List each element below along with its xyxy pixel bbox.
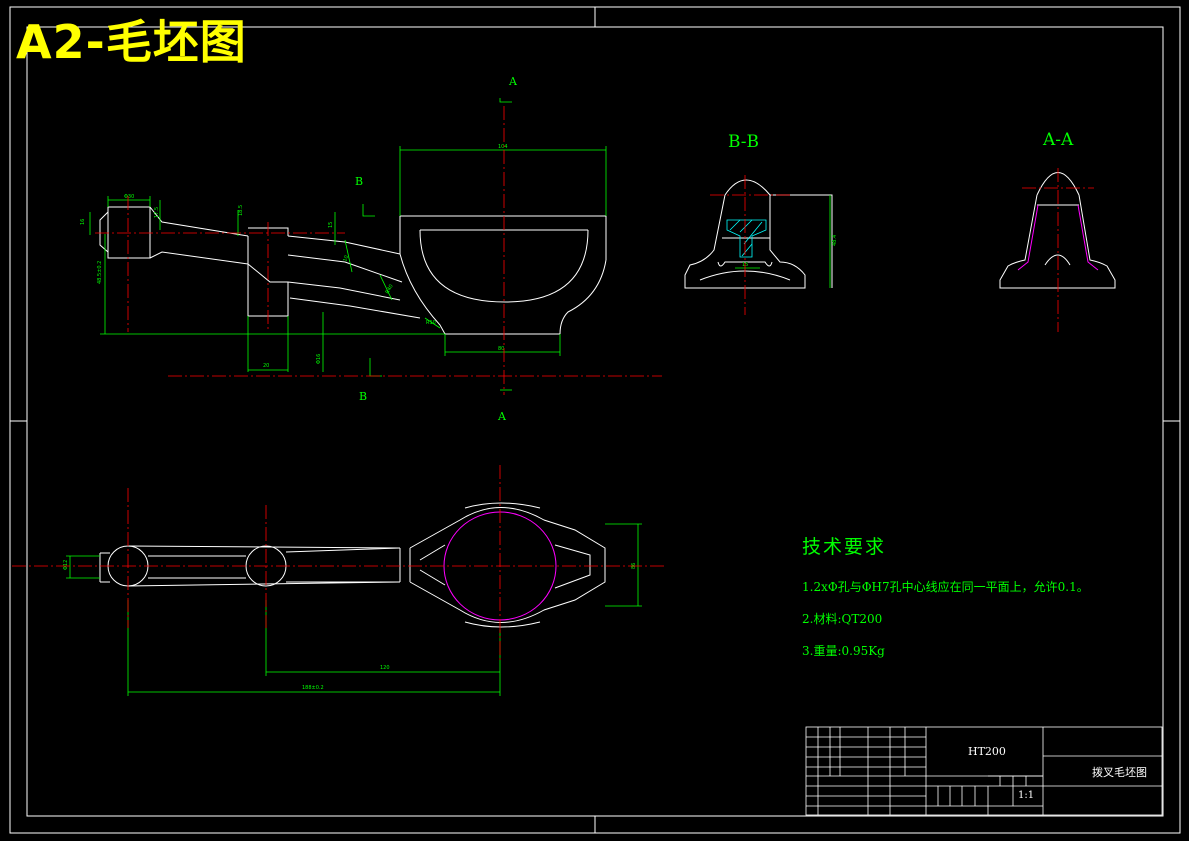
title-block-part-name: 拨叉毛坯图	[1092, 766, 1147, 779]
section-bb-dimensions	[735, 195, 831, 288]
svg-text:20: 20	[263, 363, 269, 369]
section-aa-view	[999, 168, 1116, 332]
svg-text:18.5: 18.5	[238, 205, 244, 216]
sheet-title: A2-毛坯图	[16, 15, 247, 69]
svg-text:80: 80	[498, 346, 504, 352]
section-bb-view: 48.4 15	[684, 175, 838, 315]
svg-text:Φ30: Φ30	[124, 194, 134, 200]
svg-text:16: 16	[80, 219, 86, 225]
cut-plane-a-top: A	[509, 75, 517, 88]
cut-plane-a-bottom: A	[498, 410, 506, 423]
section-bb-outline	[684, 179, 833, 289]
cut-plane-b-bottom: B	[359, 390, 368, 403]
svg-text:188±0.2: 188±0.2	[302, 685, 324, 691]
svg-text:120: 120	[380, 665, 390, 671]
section-aa-label: A-A	[1043, 130, 1074, 150]
title-block-material: HT200	[968, 745, 1006, 758]
svg-text:R10: R10	[426, 320, 436, 326]
top-view-centerlines	[12, 465, 665, 660]
svg-text:R40: R40	[385, 283, 395, 295]
technical-requirement-item: 1.2xΦ孔与ΦH7孔中心线应在同一平面上，允许0.1。	[802, 580, 1089, 594]
front-view-outline	[99, 206, 607, 335]
technical-requirement-item: 3.重量:0.95Kg	[802, 644, 885, 658]
technical-requirements-heading: 技术要求	[802, 536, 887, 558]
sheet-frame	[9, 6, 1181, 834]
section-bb-centerlines	[710, 175, 790, 315]
section-aa-centerlines	[1022, 168, 1094, 332]
section-aa-outline	[999, 172, 1116, 289]
svg-text:10: 10	[342, 255, 350, 263]
svg-text:48.5±0.2: 48.5±0.2	[97, 261, 103, 284]
front-view-dimensions	[89, 98, 607, 391]
section-bb-hatch	[726, 219, 767, 258]
front-view: 104 Φ30 16 48.5±0.2 17.5 18.5 15 10 R40 …	[80, 98, 662, 395]
svg-text:Φ16: Φ16	[316, 354, 322, 364]
section-bb-label: B-B	[728, 132, 760, 152]
section-aa-hidden-arcs	[1017, 204, 1099, 271]
svg-text:17.5: 17.5	[154, 207, 160, 218]
svg-text:104: 104	[498, 144, 508, 150]
svg-text:15: 15	[328, 222, 334, 228]
technical-requirement-item: 2.材料:QT200	[802, 612, 883, 626]
svg-text:Φ12: Φ12	[63, 560, 69, 570]
cut-plane-b-top: B	[355, 175, 364, 188]
svg-text:48.4: 48.4	[832, 235, 838, 246]
title-block-scale: 1:1	[1018, 790, 1035, 801]
title-block	[805, 726, 1163, 816]
front-view-dimension-text: 104 Φ30 16 48.5±0.2 17.5 18.5 15 10 R40 …	[80, 144, 508, 369]
top-view-outline	[99, 502, 606, 628]
front-view-centerlines	[95, 106, 662, 395]
top-view: 120 188±0.2 86 Φ12	[12, 465, 665, 696]
